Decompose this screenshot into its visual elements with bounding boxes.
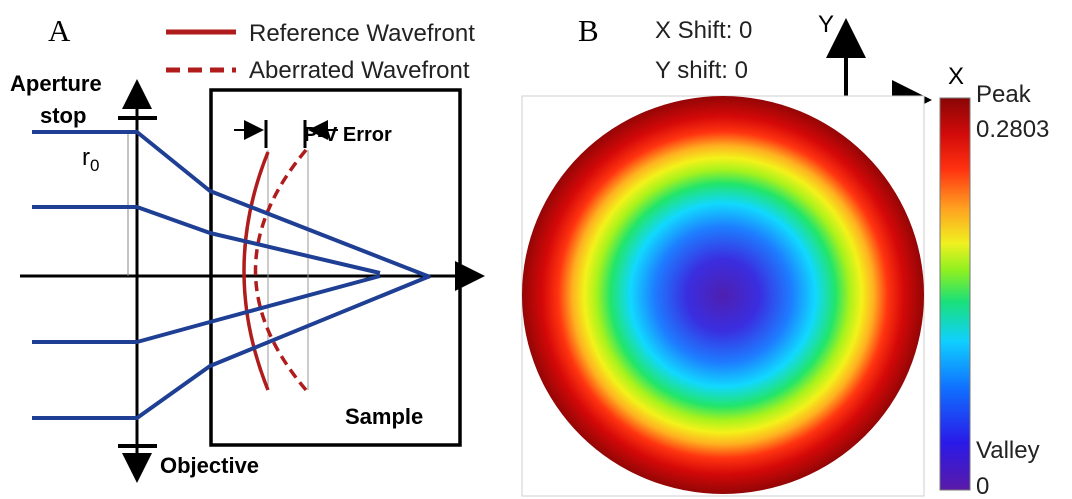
y-shift-label: Y shift: 0 (655, 57, 748, 84)
x-axis-label: X (948, 63, 964, 90)
pv-error-label: P-V Error (304, 124, 392, 146)
wavefront-map (522, 96, 924, 494)
ray-4 (32, 274, 431, 420)
aberrated-wavefront (253, 148, 308, 392)
radius-label: r0 (82, 144, 99, 175)
legend: Reference Wavefront Aberrated Wavefront (166, 20, 475, 84)
legend-reference-label: Reference Wavefront (249, 20, 475, 47)
aperture-stop-label-line1: Aperture (10, 71, 102, 96)
aperture-stop-label-line2: stop (40, 103, 86, 128)
colorbar-peak-value: 0.2803 (976, 116, 1049, 143)
sample-label: Sample (345, 404, 423, 429)
objective-label: Objective (160, 453, 259, 478)
y-axis-label: Y (818, 11, 834, 38)
legend-aberrated-label: Aberrated Wavefront (249, 57, 470, 84)
ray-3 (32, 274, 381, 344)
ray-1 (32, 130, 431, 279)
colorbar-valley-label: Valley (976, 437, 1040, 464)
reference-wavefront (242, 151, 270, 391)
sample-box (209, 88, 462, 447)
panel-b-label: B (578, 13, 599, 48)
x-shift-label: X Shift: 0 (655, 17, 752, 44)
ray-2 (32, 205, 381, 275)
colorbar (939, 97, 971, 491)
panel-a: A Reference Wavefront Aberrated Wavefron… (10, 13, 485, 483)
panel-a-label: A (48, 13, 71, 48)
rays (32, 130, 431, 420)
panel-b: B X Shift: 0 Y shift: 0 Y X Peak 0.2803 … (521, 11, 1049, 499)
colorbar-valley-value: 0 (976, 473, 989, 499)
colorbar-peak-label: Peak (976, 81, 1032, 108)
